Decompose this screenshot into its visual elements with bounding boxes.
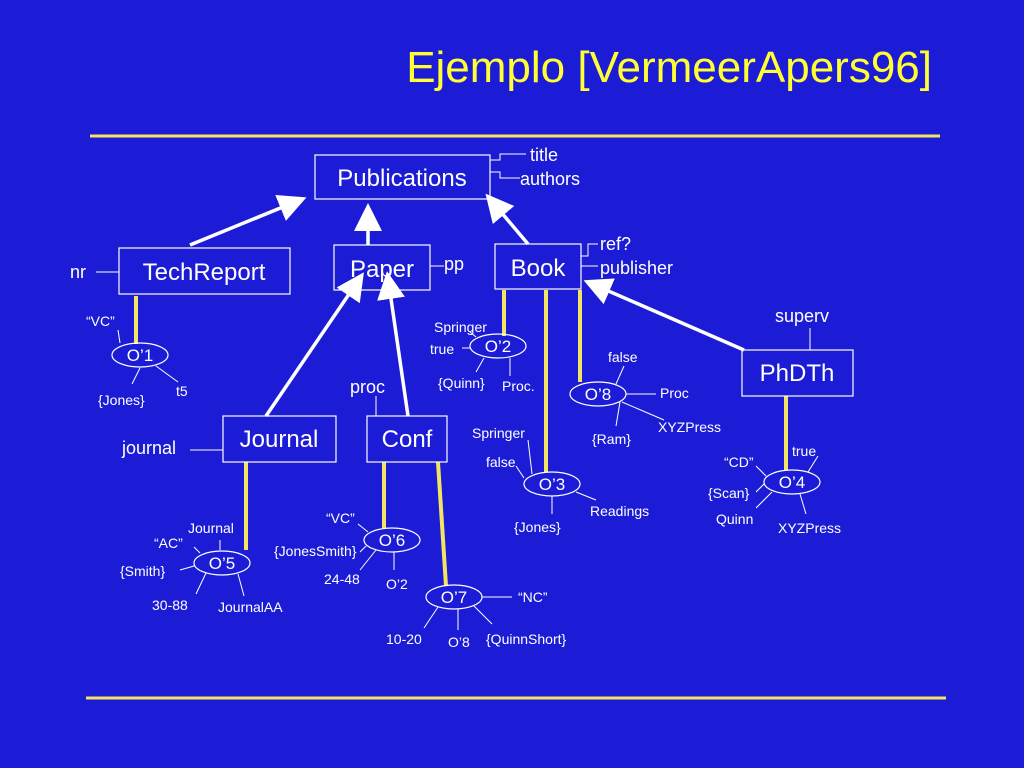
conf-attr-proc: proc — [350, 377, 385, 397]
object-o5: O’5 Journal “AC” {Smith} 30-88 JournalAA — [120, 520, 283, 615]
o6-value-o2: O’2 — [386, 576, 408, 592]
o4-value-scan: {Scan} — [708, 485, 750, 501]
arrow-phdth-book — [583, 278, 745, 352]
o4-value-cd: “CD” — [724, 454, 754, 470]
o2-value-proc: Proc. — [502, 378, 535, 394]
link-conf-o7 — [436, 461, 448, 587]
o2-value-springer: Springer — [434, 319, 487, 335]
paper-box — [333, 244, 431, 291]
conf-label: Conf — [382, 426, 433, 453]
phdth-box — [741, 349, 854, 397]
o1-value-jones: {Jones} — [98, 392, 145, 408]
o3-value-springer: Springer — [472, 425, 525, 441]
o6-value-vc: “VC” — [326, 510, 355, 526]
object-o1: O’1 “VC” {Jones} t5 — [86, 313, 188, 408]
o3-label: O’3 — [539, 475, 565, 494]
class-journal: Journal journal — [121, 415, 337, 463]
o2-value-quinn: {Quinn} — [438, 375, 485, 391]
inheritance-arrows — [189, 193, 745, 417]
o5-value-smith: {Smith} — [120, 563, 165, 579]
o8-value-proc: Proc — [660, 385, 689, 401]
o6-value-24-48: 24-48 — [324, 571, 360, 587]
o2-label: O’2 — [485, 337, 511, 356]
o6-value-jonessmith: {JonesSmith} — [274, 543, 357, 559]
o1-label: O’1 — [127, 346, 153, 365]
o3-value-readings: Readings — [590, 503, 649, 519]
class-phdth: PhDTh superv — [741, 306, 854, 397]
object-o3: O’3 Springer false {Jones} Readings — [472, 425, 649, 535]
class-paper: Paper pp — [333, 244, 464, 291]
object-o7: O’7 “NC” 10-20 O’8 {QuinnShort} — [386, 584, 566, 650]
o2-value-true: true — [430, 341, 454, 357]
object-o2: O’2 Springer true {Quinn} Proc. — [430, 319, 535, 394]
class-book: Book ref? publisher — [494, 234, 673, 290]
class-conf: Conf proc — [350, 377, 448, 463]
o1-value-vc: “VC” — [86, 313, 115, 329]
object-o6: O’6 “VC” {JonesSmith} 24-48 O’2 — [274, 510, 421, 592]
arrow-journal-paper — [264, 272, 364, 417]
o5-value-30-88: 30-88 — [152, 597, 188, 613]
book-attr-ref: ref? — [600, 234, 631, 254]
publications-box — [314, 154, 491, 200]
techreport-attr-nr: nr — [70, 262, 86, 282]
o4-value-quinn: Quinn — [716, 511, 753, 527]
journal-attr-journal: journal — [121, 438, 176, 458]
phdth-attr-superv: superv — [775, 306, 829, 326]
journal-box — [222, 415, 337, 463]
conf-box — [366, 415, 448, 463]
book-attr-publisher: publisher — [600, 258, 673, 278]
o3-value-jones: {Jones} — [514, 519, 561, 535]
paper-label: Paper — [350, 256, 414, 283]
o7-value-o8: O’8 — [448, 634, 470, 650]
o4-value-true: true — [792, 443, 816, 459]
o8-label: O’8 — [585, 385, 611, 404]
slide-title: Ejemplo [VermeerApers96] — [406, 43, 932, 92]
book-label: Book — [511, 255, 567, 282]
arrow-conf-paper — [377, 271, 410, 417]
o1-value-t5: t5 — [176, 383, 188, 399]
o7-value-quinnshort: {QuinnShort} — [486, 631, 566, 647]
object-o4: O’4 true “CD” {Scan} Quinn XYZPress — [708, 443, 841, 536]
techreport-box — [118, 247, 291, 295]
techreport-label: TechReport — [143, 259, 266, 286]
o8-value-ram: {Ram} — [592, 431, 631, 447]
o6-label: O’6 — [379, 531, 405, 550]
o4-label: O’4 — [779, 473, 805, 492]
paper-attr-pp: pp — [444, 254, 464, 274]
class-techreport: TechReport nr — [70, 247, 291, 295]
arrow-book-publications — [485, 193, 530, 246]
phdth-label: PhDTh — [760, 360, 835, 387]
instance-links — [134, 290, 788, 587]
journal-label: Journal — [240, 426, 319, 453]
o8-value-false: false — [608, 349, 638, 365]
o5-value-journalaa: JournalAA — [218, 599, 283, 615]
o8-value-xyzpress: XYZPress — [658, 419, 721, 435]
o7-value-nc: “NC” — [518, 589, 548, 605]
o7-label: O’7 — [441, 588, 467, 607]
class-publications: Publications title authors — [314, 145, 580, 200]
o5-value-journal: Journal — [188, 520, 234, 536]
publications-attr-title: title — [530, 145, 558, 165]
publications-label: Publications — [337, 165, 466, 192]
o5-value-ac: “AC” — [154, 535, 183, 551]
o3-value-false: false — [486, 454, 516, 470]
o7-value-10-20: 10-20 — [386, 631, 422, 647]
arrow-techreport-publications — [189, 194, 307, 247]
object-o8: O’8 false Proc {Ram} XYZPress — [569, 349, 721, 447]
o5-label: O’5 — [209, 554, 235, 573]
o4-value-xyzpress: XYZPress — [778, 520, 841, 536]
publications-attr-authors: authors — [520, 169, 580, 189]
